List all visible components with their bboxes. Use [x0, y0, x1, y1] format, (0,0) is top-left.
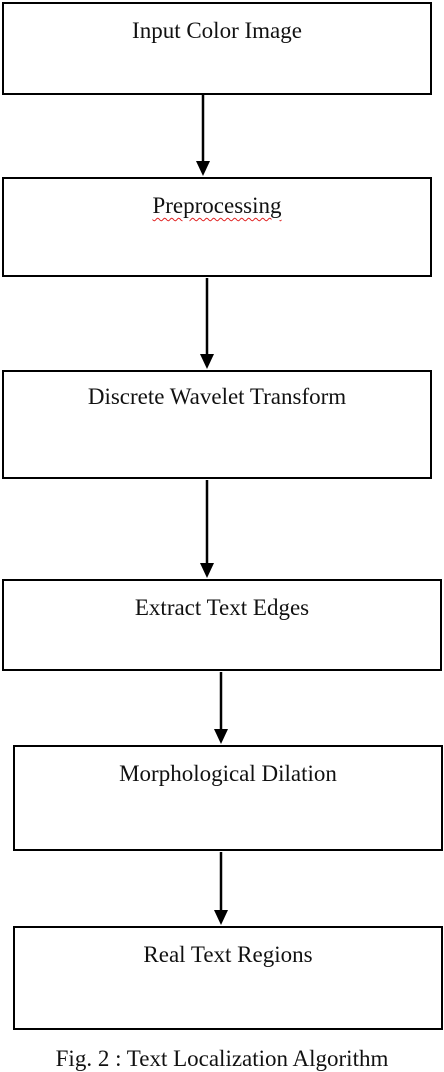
arrow-down-icon	[197, 480, 217, 579]
step-label: Input Color Image	[132, 18, 302, 43]
step-real-text-regions: Real Text Regions	[13, 926, 443, 1030]
step-label: Preprocessing	[152, 193, 282, 218]
figure-caption: Fig. 2 : Text Localization Algorithm	[55, 1046, 389, 1071]
step-extract-text-edges: Extract Text Edges	[2, 579, 442, 671]
arrow-down-icon	[211, 672, 231, 745]
step-discrete-wavelet-transform: Discrete Wavelet Transform	[2, 370, 432, 479]
arrow-down-icon	[193, 95, 213, 177]
step-label: Extract Text Edges	[134, 595, 310, 620]
step-label: Real Text Regions	[143, 942, 313, 967]
step-input-color-image: Input Color Image	[2, 2, 432, 95]
step-morphological-dilation: Morphological Dilation	[13, 745, 443, 851]
step-label: Discrete Wavelet Transform	[87, 384, 347, 409]
arrow-down-icon	[197, 278, 217, 370]
arrow-down-icon	[211, 852, 231, 926]
step-label: Morphological Dilation	[119, 761, 337, 786]
step-preprocessing: Preprocessing	[2, 177, 432, 277]
